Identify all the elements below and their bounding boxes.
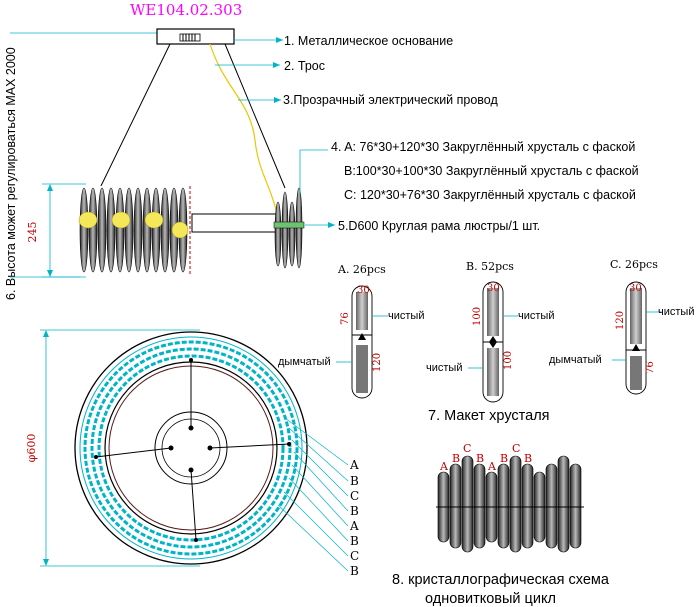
model-code: WE104.02.303 xyxy=(130,1,242,19)
crystal-a-width: 30 xyxy=(357,285,370,296)
frame-bar xyxy=(191,213,277,233)
plan-label-1: A xyxy=(349,458,359,472)
callout-frame: 5.D600 Круглая рама люстры/1 шт. xyxy=(338,219,540,233)
callout-electric-wire: 3.Прозрачный электрический провод xyxy=(283,93,498,107)
scheme-title-line2: одновитковый цикл xyxy=(425,591,556,607)
plan-label-6: B xyxy=(350,534,359,548)
crystal-b-top-label: чистый xyxy=(518,310,554,322)
suspension-cable-left xyxy=(99,43,171,189)
plan-label-3: C xyxy=(350,489,359,503)
callout-leaders xyxy=(215,37,335,228)
crystal-b-top-dim: 100 xyxy=(472,307,483,326)
scheme-letter-3: C xyxy=(463,442,471,455)
layout-title: 7. Макет хрусталя xyxy=(428,408,550,424)
height-note: 6. Высота может регулироваться MAX 2000 xyxy=(4,47,18,300)
crystal-c-top-dim: 120 xyxy=(615,311,626,330)
crystal-b-bottom-label: чистый xyxy=(426,362,462,374)
canopy-coil-icon xyxy=(179,33,201,42)
crystal-c-top-label: чистый xyxy=(658,306,694,318)
plan-label-8: B xyxy=(350,564,359,578)
crystal-scheme: A B C B A B C B xyxy=(436,442,584,553)
callout-crystal-c: C: 120*30+76*30 Закруглённый хрусталь с … xyxy=(344,188,636,202)
plan-label-4: B xyxy=(350,504,359,518)
crystal-a-bottom-label: дымчатый xyxy=(278,356,331,368)
plan-label-2: B xyxy=(350,474,359,488)
callout-metal-base: 1. Металлическое основание xyxy=(284,34,453,48)
electric-wire xyxy=(209,43,277,211)
scheme-letter-6: B xyxy=(500,452,508,465)
side-elevation: 245 xyxy=(10,28,305,278)
crystal-a-bottom-dim: 120 xyxy=(372,353,383,372)
scheme-letter-7: C xyxy=(512,442,520,455)
scheme-title-line1: 8. кристаллографическая схема xyxy=(392,572,610,588)
plan-leaders xyxy=(277,417,349,572)
plan-label-7: C xyxy=(350,549,359,563)
callout-cable: 2. Трос xyxy=(284,59,325,73)
plan-label-5: A xyxy=(349,519,359,533)
scheme-letters: A B C B A B C B xyxy=(439,442,532,473)
scheme-letter-2: B xyxy=(452,452,460,465)
scheme-letter-4: B xyxy=(476,452,484,465)
crystal-c-width: 30 xyxy=(629,283,642,294)
crystal-type-b: B. 52pcs 30 100 100 чистый чистый xyxy=(426,260,554,403)
crystal-c-bottom-label: дымчатый xyxy=(549,354,602,366)
crystal-type-a: A. 26pcs 30 76 120 чистый дымчатый xyxy=(278,263,424,399)
plan-view: φ600 xyxy=(25,329,308,567)
crystal-c-bottom-dim: 76 xyxy=(645,361,656,374)
scheme-letter-5: A xyxy=(487,460,497,473)
crystal-ring-side xyxy=(78,186,192,276)
crystal-c-title: C. 26pcs xyxy=(610,258,658,271)
crystal-type-c: C. 26pcs 30 120 76 чистый дымчатый xyxy=(549,258,694,395)
suspension-cable-right xyxy=(224,43,286,189)
crystal-a-top-label: чистый xyxy=(388,310,424,322)
crystal-b-bottom-dim: 100 xyxy=(503,351,514,370)
scheme-letter-1: A xyxy=(439,460,449,473)
plan-labels: A B C B A B C B xyxy=(349,458,359,578)
crystal-b-width: 30 xyxy=(487,283,500,294)
crystal-a-top-dim: 76 xyxy=(340,312,351,325)
callout-crystal-b: B:100*30+100*30 Закруглённый хрусталь с … xyxy=(344,164,639,178)
crystal-b-title: B. 52pcs xyxy=(466,260,514,273)
crystal-a-title: A. 26pcs xyxy=(337,263,386,276)
callout-crystal-a: 4. A: 76*30+120*30 Закруглённый хрусталь… xyxy=(331,140,635,154)
side-height-dim: 245 xyxy=(26,222,39,243)
plan-diameter-dim: φ600 xyxy=(25,434,38,463)
scheme-letter-8: B xyxy=(524,452,532,465)
